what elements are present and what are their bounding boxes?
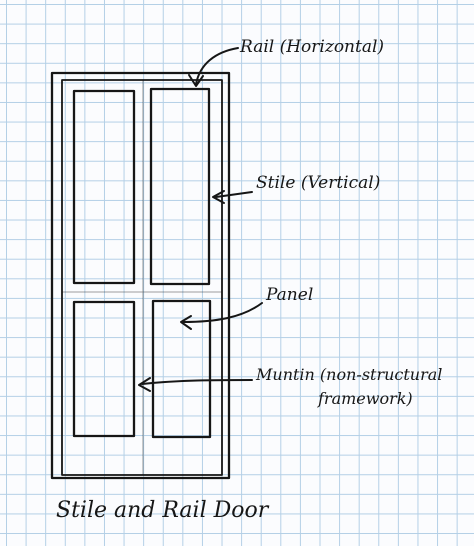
muntin-arrow-line	[141, 379, 253, 385]
panel-arrow-head	[180, 315, 192, 330]
panel-label: Panel	[265, 285, 313, 305]
panel-bottom-left	[72, 300, 136, 438]
muntin-arrow-head	[138, 377, 151, 392]
muntin-label-line1: Muntin (non-structural	[255, 365, 442, 384]
panel-bottom-right	[151, 299, 212, 439]
rail-label: Rail (Horizontal)	[239, 37, 384, 57]
rail-arrow-head	[188, 74, 204, 87]
rail-arrow-line	[195, 47, 239, 85]
muntin-label-line2: framework)	[317, 389, 413, 408]
stile-arrow-line	[215, 191, 253, 198]
panel-top-left	[72, 89, 136, 285]
door-inner-frame	[61, 79, 223, 476]
panel-arrow-line	[182, 302, 263, 323]
door-outer-frame	[50, 71, 231, 480]
stile-arrow-head	[212, 190, 225, 204]
caption: Stile and Rail Door	[56, 498, 270, 523]
panel-top-right	[149, 87, 211, 286]
stile-label: Stile (Vertical)	[256, 173, 380, 193]
